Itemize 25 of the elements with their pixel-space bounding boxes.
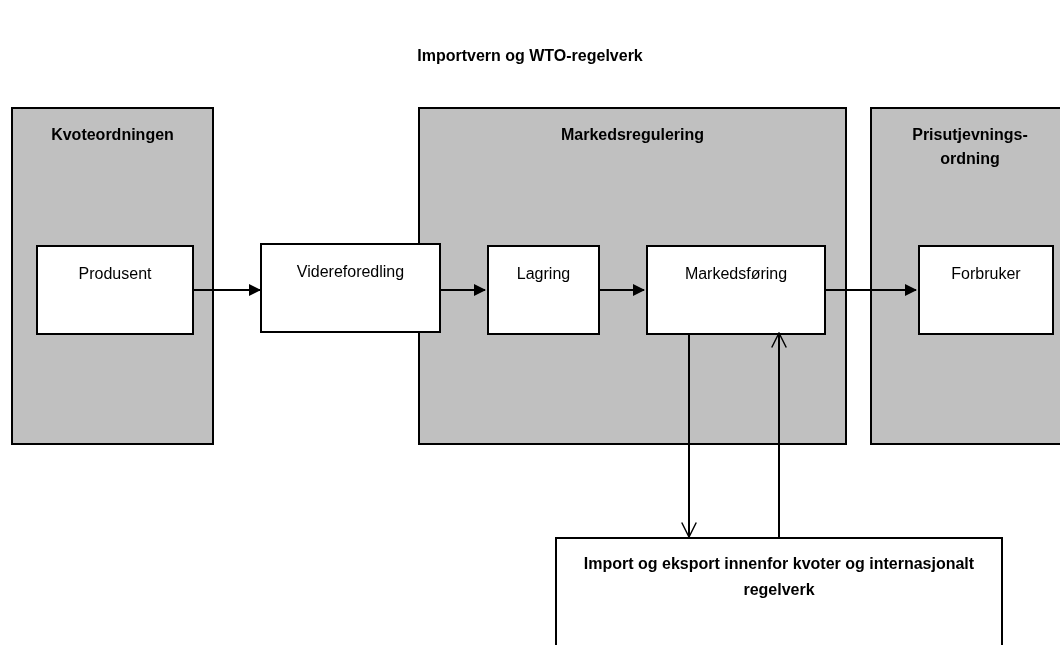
- box-label: Import og eksport innenfor kvoter og internasjonalt regelverk: [582, 554, 976, 600]
- process-box: [555, 537, 1003, 645]
- arrow: [191, 284, 261, 296]
- box-label: Lagring: [516, 264, 571, 284]
- arrow: [771, 332, 787, 538]
- group-panel: [870, 107, 1060, 445]
- box-label: Produsent: [78, 264, 152, 284]
- process-box: [646, 245, 826, 335]
- arrow: [440, 284, 486, 296]
- process-box: [918, 245, 1054, 335]
- arrow: [823, 284, 917, 296]
- panel-heading: Prisutjevnings-ordning: [911, 125, 1029, 169]
- box-label: Videreforedling: [296, 262, 405, 282]
- box-label: Forbruker: [951, 264, 1021, 284]
- box-label: Markedsføring: [684, 264, 788, 284]
- arrow: [597, 284, 645, 296]
- group-panel: [11, 107, 214, 445]
- panel-heading: Kvoteordningen: [50, 125, 175, 145]
- process-box: [260, 243, 441, 333]
- arrow: [681, 332, 697, 538]
- panel-heading: Markedsregulering: [559, 125, 706, 145]
- group-panel: [418, 107, 847, 445]
- process-box: [487, 245, 600, 335]
- diagram-title: Importvern og WTO-regelverk: [417, 46, 643, 66]
- process-box: [36, 245, 194, 335]
